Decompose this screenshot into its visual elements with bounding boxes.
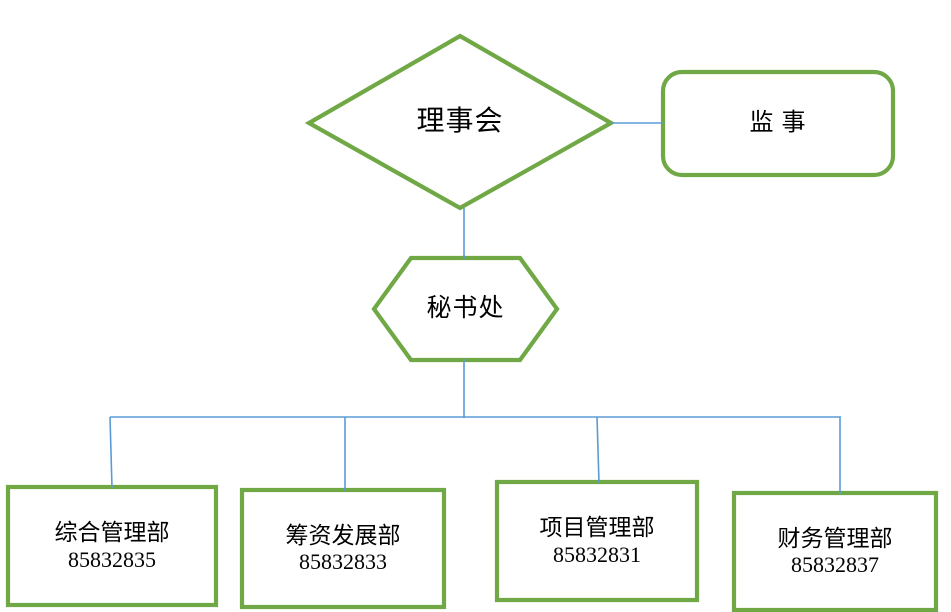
secretariat-hexagon-shape[interactable]: [371, 255, 560, 363]
dept-box-shape-3[interactable]: [731, 490, 939, 612]
dept-box-shape-0[interactable]: [5, 484, 219, 608]
dept-box-shape-1[interactable]: [239, 487, 447, 610]
connector-drop-2: [596, 416, 600, 484]
supervisor-box-shape[interactable]: [660, 69, 896, 178]
board-diamond-shape[interactable]: [304, 33, 616, 211]
dept-box-shape-2[interactable]: [494, 479, 700, 603]
connector-drop-0: [109, 416, 113, 489]
